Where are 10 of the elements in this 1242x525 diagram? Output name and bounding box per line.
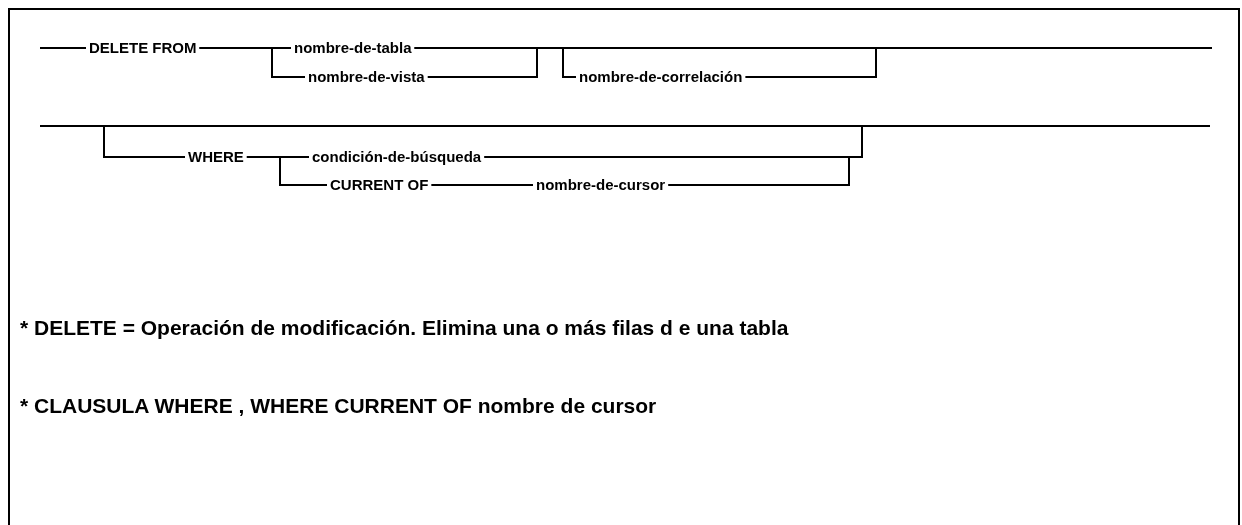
rail-line <box>245 156 328 186</box>
rail-line <box>39 47 87 49</box>
syntax-term: condición-de-búsqueda <box>311 148 483 166</box>
note-text: * DELETE = Operación de modificación. Elimina una o más filas d e una tabla <box>20 315 790 341</box>
rail-line <box>39 125 186 158</box>
note-text: * CLAUSULA WHERE , WHERE CURRENT OF nombre de cursor <box>20 393 658 419</box>
rail-line <box>198 47 306 78</box>
rail-line <box>430 184 534 186</box>
rail-line <box>667 125 1211 186</box>
rail-line <box>744 47 1213 78</box>
